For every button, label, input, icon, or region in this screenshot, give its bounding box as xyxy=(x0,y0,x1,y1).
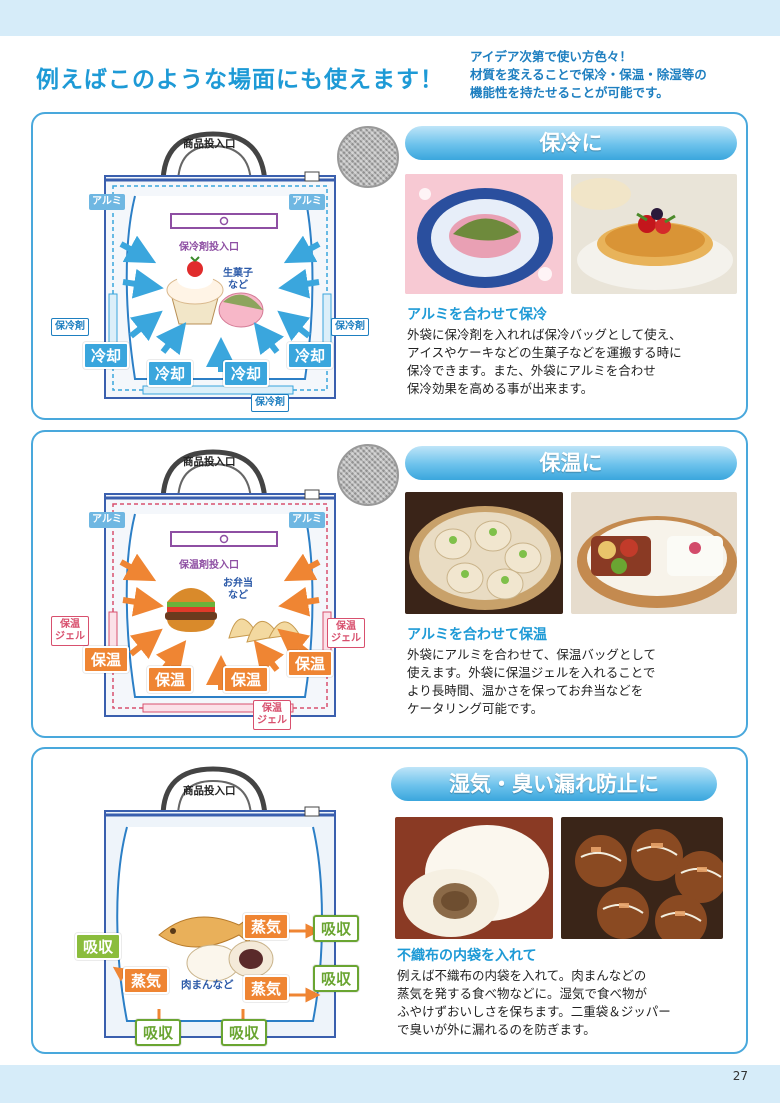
aluminum-tag-left: アルミ xyxy=(89,194,125,210)
moisture-bag-diagram xyxy=(104,766,336,1038)
opening-label: 商品投入口 xyxy=(183,456,236,468)
moisture-odor-panel: 商品投入口 肉まんなど 蒸気 蒸気 蒸気 吸収 吸収 吸収 吸収 吸収 湿気・臭… xyxy=(31,747,748,1054)
takoyaki-photo xyxy=(561,817,723,939)
page-headline: 例えばこのような場面にも使えます！ xyxy=(36,67,444,93)
intro-line: 材質を変えることで保冷・保温・除湿等の xyxy=(470,67,707,82)
aluminum-tag-right: アルミ xyxy=(289,512,325,528)
section-subheading: 不織布の内袋を入れて xyxy=(397,948,537,964)
section-banner: 保冷に xyxy=(405,126,737,160)
body-line: で臭いが外に漏れるのを防ぎます。 xyxy=(397,1022,596,1037)
warm-bag-diagram xyxy=(104,449,336,717)
cold-bag-diagram xyxy=(104,131,336,399)
body-line: アイスやケーキなどの生菓子などを運搬する時に xyxy=(407,345,682,360)
nikuman-icon xyxy=(186,940,274,982)
steam-badge: 蒸気 xyxy=(123,967,170,994)
intro-line: 機能性を持たせることが可能です。 xyxy=(470,85,669,100)
section-body: 外袋にアルミを合わせて、保温バッグとして 使えます。外袋に保温ジェルを入れること… xyxy=(407,646,656,718)
food-label: 生菓子 など xyxy=(223,268,253,291)
absorb-badge: 吸収 xyxy=(135,1019,182,1046)
body-line: 蒸気を発する食べ物などに。湿気で食べ物が xyxy=(397,986,648,1001)
cold-storage-panel: 商品投入口 アルミ アルミ 保冷剤投入口 生菓子 など 保冷剤 保冷剤 保冷剤 … xyxy=(31,112,748,420)
steam-badge: 蒸気 xyxy=(243,913,290,940)
agent-slot-label: 保冷剤投入口 xyxy=(179,242,239,253)
aluminum-material-swatch xyxy=(337,126,399,188)
bag-handle xyxy=(160,766,268,818)
section-subheading: アルミを合わせて保温 xyxy=(407,627,547,643)
body-line: より長時間、温かさを保ってお弁当などを xyxy=(407,683,644,698)
bag-handle xyxy=(160,449,268,503)
heat-gel-tag-left: 保温 ジェル xyxy=(51,616,89,646)
cooling-arrows xyxy=(119,235,321,372)
absorb-badge: 吸収 xyxy=(313,965,360,992)
page-number: 27 xyxy=(732,1069,748,1083)
body-line: 保冷効果を高める事が出来ます。 xyxy=(407,381,594,396)
body-line: 例えば不織布の内袋を入れて。肉まんなどの xyxy=(397,968,647,983)
absorb-badge: 吸収 xyxy=(75,933,122,960)
section-banner: 湿気・臭い漏れ防止に xyxy=(391,767,717,801)
body-line: 使えます。外袋に保温ジェルを入れることで xyxy=(407,665,656,680)
heat-gel-tag-bottom: 保温 ジェル xyxy=(253,700,291,730)
intro-text: アイデア次第で使い方色々！ 材質を変えることで保冷・保温・除湿等の 機能性を持た… xyxy=(470,48,707,102)
body-line: 外袋にアルミを合わせて、保温バッグとして xyxy=(407,647,657,662)
body-line: 保冷できます。また、外袋にアルミを合わせ xyxy=(407,363,656,378)
opening-label: 商品投入口 xyxy=(183,138,236,150)
bag-handle xyxy=(160,131,268,185)
sakura-mochi-photo xyxy=(405,174,563,294)
bottom-band xyxy=(0,1065,780,1103)
top-band xyxy=(0,0,780,36)
body-line: ふやけずおいしさを保ちます。二重袋＆ジッパー xyxy=(397,1004,671,1019)
food-label: お弁当 など xyxy=(223,578,253,601)
section-banner: 保温に xyxy=(405,446,737,480)
warming-badge: 保温 xyxy=(83,646,130,673)
warming-arrows xyxy=(119,553,321,690)
absorb-badge: 吸収 xyxy=(313,915,360,942)
cooling-badge: 冷却 xyxy=(287,342,334,369)
intro-line: アイデア次第で使い方色々！ xyxy=(470,49,632,64)
coolant-tag-bottom: 保冷剤 xyxy=(251,394,289,412)
aluminum-tag-right: アルミ xyxy=(289,194,325,210)
heat-retention-panel: 商品投入口 アルミ アルミ 保温剤投入口 お弁当 など 保温 ジェル 保温 ジェ… xyxy=(31,430,748,738)
aluminum-tag-left: アルミ xyxy=(89,512,125,528)
food-label: 肉まんなど xyxy=(181,979,234,991)
cooling-badge: 冷却 xyxy=(147,360,194,387)
section-body: 例えば不織布の内袋を入れて。肉まんなどの 蒸気を発する食べ物などに。湿気で食べ物… xyxy=(397,967,671,1039)
creme-brulee-photo xyxy=(571,174,737,294)
coolant-tag-right: 保冷剤 xyxy=(331,318,369,336)
absorb-badge: 吸収 xyxy=(221,1019,268,1046)
shumai-photo xyxy=(405,492,563,614)
warming-badge: 保温 xyxy=(223,666,270,693)
body-line: ケータリング可能です。 xyxy=(407,701,544,716)
cooling-badge: 冷却 xyxy=(223,360,270,387)
section-body: 外袋に保冷剤を入れれば保冷バッグとして使え、 アイスやケーキなどの生菓子などを運… xyxy=(407,326,682,398)
aluminum-material-swatch xyxy=(337,444,399,506)
nikuman-photo xyxy=(395,817,553,939)
bento-photo xyxy=(571,492,737,614)
coolant-tag-left: 保冷剤 xyxy=(51,318,89,336)
cooling-badge: 冷却 xyxy=(83,342,130,369)
agent-slot-label: 保温剤投入口 xyxy=(179,560,239,571)
sakura-mochi-icon xyxy=(218,292,264,328)
body-line: 外袋に保冷剤を入れれば保冷バッグとして使え、 xyxy=(407,327,682,342)
warming-badge: 保温 xyxy=(147,666,194,693)
cupcake-icon xyxy=(166,256,224,325)
heat-gel-tag-right: 保温 ジェル xyxy=(327,618,365,648)
steam-badge: 蒸気 xyxy=(243,975,290,1002)
opening-label: 商品投入口 xyxy=(183,785,236,797)
section-subheading: アルミを合わせて保冷 xyxy=(407,307,547,323)
warming-badge: 保温 xyxy=(287,650,334,677)
hamburger-icon xyxy=(165,588,217,632)
